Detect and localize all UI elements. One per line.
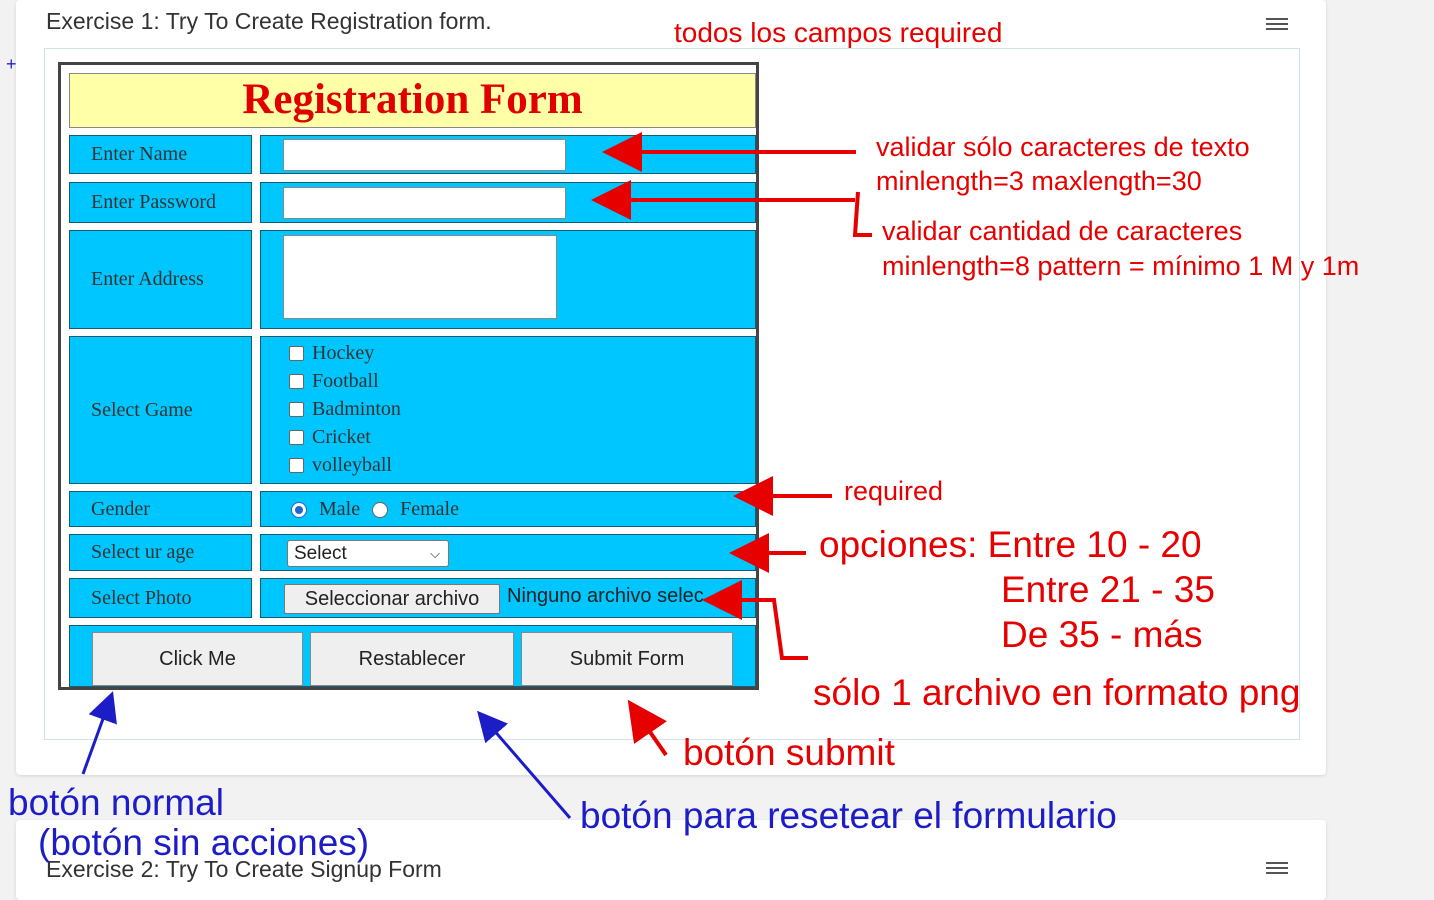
checkbox[interactable] bbox=[289, 430, 304, 445]
game-cell: Hockey Football Badminton Cricket volley… bbox=[260, 336, 756, 484]
annotation-age-options-2: Entre 21 - 35 bbox=[1001, 569, 1215, 610]
annotation-all-required: todos los campos required bbox=[674, 17, 1003, 48]
name-label: Enter Name bbox=[69, 135, 252, 174]
annotation-reset-note: botón para resetear el formulario bbox=[580, 795, 1117, 836]
gender-radio-female[interactable] bbox=[372, 501, 389, 518]
age-label: Select ur age bbox=[69, 534, 252, 571]
annotation-photo-rule: sólo 1 archivo en formato png bbox=[813, 672, 1301, 713]
password-cell bbox=[260, 182, 756, 223]
gender-options: Male Female bbox=[291, 498, 459, 521]
annotation-password-rule-1: validar cantidad de caracteres bbox=[882, 216, 1243, 246]
photo-cell: Seleccionar archivo Ninguno archivo sele… bbox=[260, 578, 756, 618]
menu-icon[interactable] bbox=[1266, 862, 1288, 877]
annotation-submit-note: botón submit bbox=[683, 732, 895, 773]
game-label-text: Cricket bbox=[312, 426, 371, 448]
name-input[interactable] bbox=[283, 139, 566, 171]
age-cell: Select ⌵ bbox=[260, 534, 756, 571]
game-option-football[interactable]: Football bbox=[289, 370, 379, 393]
exercise-1-title: Exercise 1: Try To Create Registration f… bbox=[46, 8, 492, 34]
address-label: Enter Address bbox=[69, 230, 252, 329]
name-cell bbox=[260, 135, 756, 174]
age-select-value: Select bbox=[294, 543, 347, 564]
form-heading: Registration Form bbox=[69, 73, 756, 128]
checkbox[interactable] bbox=[289, 402, 304, 417]
plus-icon: + bbox=[6, 54, 17, 74]
password-input[interactable] bbox=[283, 187, 566, 219]
game-label-text: volleyball bbox=[312, 454, 392, 476]
gender-label: Gender bbox=[69, 491, 252, 527]
gender-radio-male[interactable] bbox=[291, 501, 307, 518]
buttons-row: Click Me Restablecer Submit Form bbox=[69, 625, 756, 687]
game-label-text: Football bbox=[312, 370, 379, 392]
photo-label: Select Photo bbox=[69, 578, 252, 618]
gender-male-label: Male bbox=[319, 498, 361, 520]
gender-female-label: Female bbox=[400, 498, 459, 520]
annotation-normal-button-1: botón normal bbox=[8, 782, 224, 823]
address-cell bbox=[260, 230, 756, 329]
annotation-name-rule-2: minlength=3 maxlength=30 bbox=[876, 166, 1202, 196]
password-label: Enter Password bbox=[69, 182, 252, 223]
game-option-badminton[interactable]: Badminton bbox=[289, 398, 401, 421]
annotation-gender-rule: required bbox=[844, 476, 944, 506]
annotation-password-rule-2: minlength=8 pattern = mínimo 1 M y 1m bbox=[882, 251, 1360, 281]
gender-cell: Male Female bbox=[260, 491, 756, 527]
chevron-down-icon: ⌵ bbox=[430, 546, 440, 561]
click-me-button[interactable]: Click Me bbox=[92, 632, 303, 686]
file-status: Ninguno archivo selec bbox=[507, 585, 704, 607]
checkbox[interactable] bbox=[289, 346, 304, 361]
game-label: Select Game bbox=[69, 336, 252, 484]
checkbox[interactable] bbox=[289, 458, 304, 473]
checkbox[interactable] bbox=[289, 374, 304, 389]
address-textarea[interactable] bbox=[283, 235, 557, 319]
age-select[interactable]: Select ⌵ bbox=[287, 540, 449, 567]
submit-button[interactable]: Submit Form bbox=[521, 632, 733, 686]
reset-button[interactable]: Restablecer bbox=[310, 632, 514, 686]
game-label-text: Hockey bbox=[312, 342, 375, 364]
annotation-age-options-3: De 35 - más bbox=[1001, 614, 1203, 655]
registration-form: Registration Form Enter Name Enter Passw… bbox=[58, 62, 759, 690]
annotation-normal-button-2: (botón sin acciones) bbox=[38, 822, 370, 863]
annotation-name-rule-1: validar sólo caracteres de texto bbox=[876, 132, 1250, 162]
choose-file-button[interactable]: Seleccionar archivo bbox=[284, 584, 500, 614]
game-option-hockey[interactable]: Hockey bbox=[289, 342, 374, 365]
menu-icon[interactable] bbox=[1266, 18, 1288, 33]
game-option-cricket[interactable]: Cricket bbox=[289, 426, 371, 449]
game-option-volleyball[interactable]: volleyball bbox=[289, 454, 392, 477]
game-label-text: Badminton bbox=[312, 398, 401, 420]
annotation-age-options-1: opciones: Entre 10 - 20 bbox=[819, 524, 1202, 565]
